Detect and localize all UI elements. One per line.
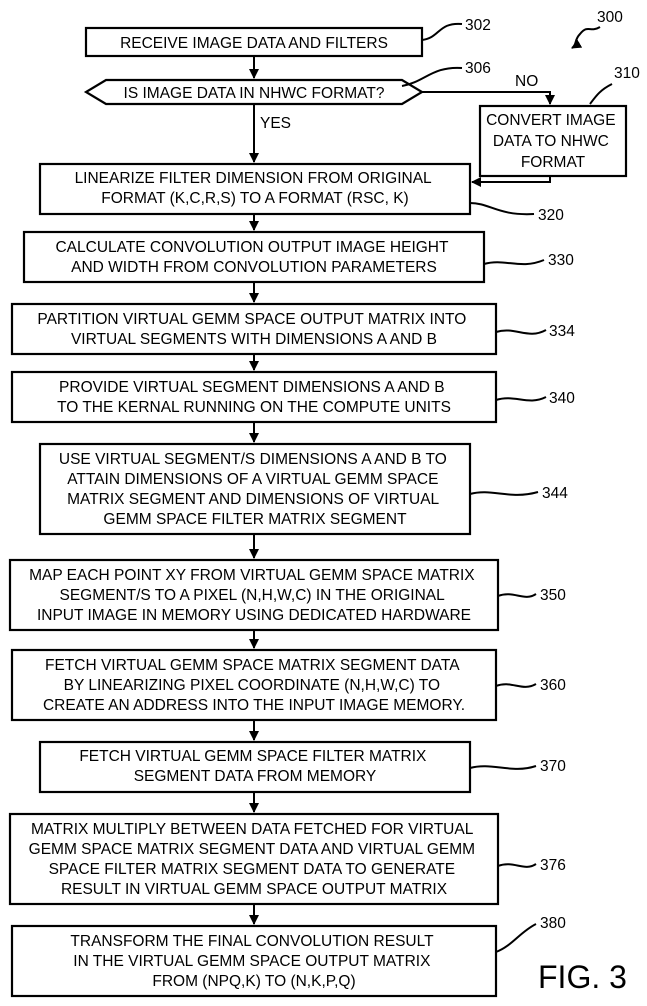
step-306-text: IS IMAGE DATA IN NHWC FORMAT? xyxy=(124,85,385,102)
leader-330 xyxy=(483,259,545,266)
leader-310 xyxy=(589,83,613,105)
ref-360: 360 xyxy=(540,677,566,694)
leader-320 xyxy=(469,202,535,216)
step-376-text: MATRIX MULTIPLY BETWEEN DATA FETCHED FOR… xyxy=(29,821,480,898)
ref-340: 340 xyxy=(549,390,575,407)
ref-370: 370 xyxy=(540,758,566,775)
leader-340 xyxy=(495,396,547,402)
step-302-text: RECEIVE IMAGE DATA AND FILTERS xyxy=(120,35,388,52)
step-box-376 xyxy=(8,812,500,906)
leader-302 xyxy=(421,22,463,41)
yes-label: YES xyxy=(260,115,291,132)
ref-380: 380 xyxy=(540,915,566,932)
step-330-text: CALCULATE CONVOLUTION OUTPUT IMAGE HEIGH… xyxy=(55,239,452,276)
step-360-text: FETCH VIRTUAL GEMM SPACE MATRIX SEGMENT … xyxy=(43,657,465,714)
step-box-360 xyxy=(10,648,498,722)
leader-360 xyxy=(495,683,537,688)
step-344-text: USE VIRTUAL SEGMENT/S DIMENSIONS A AND B… xyxy=(59,451,451,528)
leader-344 xyxy=(469,491,539,496)
leader-306 xyxy=(401,66,463,87)
ref-344: 344 xyxy=(542,485,568,502)
step-370-text: FETCH VIRTUAL GEMM SPACE FILTER MATRIX S… xyxy=(79,748,430,785)
figure-ref-label: 300 xyxy=(597,9,623,26)
figure-ref-arrow xyxy=(571,26,601,49)
step-334-text: PARTITION VIRTUAL GEMM SPACE OUTPUT MATR… xyxy=(37,311,470,348)
step-box-330 xyxy=(22,230,486,284)
ref-334-label: 334 xyxy=(549,323,575,340)
ref-330: 330 xyxy=(548,252,574,269)
arrow-no-branch xyxy=(422,91,555,105)
step-box-380 xyxy=(10,924,498,998)
step-350-text: MAP EACH POINT XY FROM VIRTUAL GEMM SPAC… xyxy=(29,567,479,624)
ref-350: 350 xyxy=(540,587,566,604)
leader-350 xyxy=(497,593,537,598)
leader-370 xyxy=(469,765,537,770)
ref-306: 306 xyxy=(465,60,491,77)
ref-302: 302 xyxy=(465,17,491,34)
step-box-370 xyxy=(38,740,472,794)
ref-376: 376 xyxy=(540,857,566,874)
step-box-344 xyxy=(38,442,472,536)
step-310-text: CONVERT IMAGE DATA TO NHWC FORMAT xyxy=(486,112,620,171)
arrow-310-320 xyxy=(471,176,551,187)
step-320-text: LINEARIZE FILTER DIMENSION FROM ORIGINAL… xyxy=(75,170,436,207)
step-box-340 xyxy=(10,370,498,424)
decision-box-306 xyxy=(83,78,425,106)
no-label: NO xyxy=(515,73,538,90)
ref-320: 320 xyxy=(538,207,564,224)
ref-310: 310 xyxy=(614,65,640,82)
step-box-310 xyxy=(478,104,628,178)
leader-334 xyxy=(495,329,547,335)
step-box-320 xyxy=(38,162,472,216)
leader-380 xyxy=(495,923,537,953)
step-380-text: TRANSFORM THE FINAL CONVOLUTION RESULT I… xyxy=(70,933,437,990)
leader-376 xyxy=(497,863,537,868)
figure-label: FIG. 3 xyxy=(538,959,627,995)
step-340-text: PROVIDE VIRTUAL SEGMENT DIMENSIONS A AND… xyxy=(57,379,451,416)
